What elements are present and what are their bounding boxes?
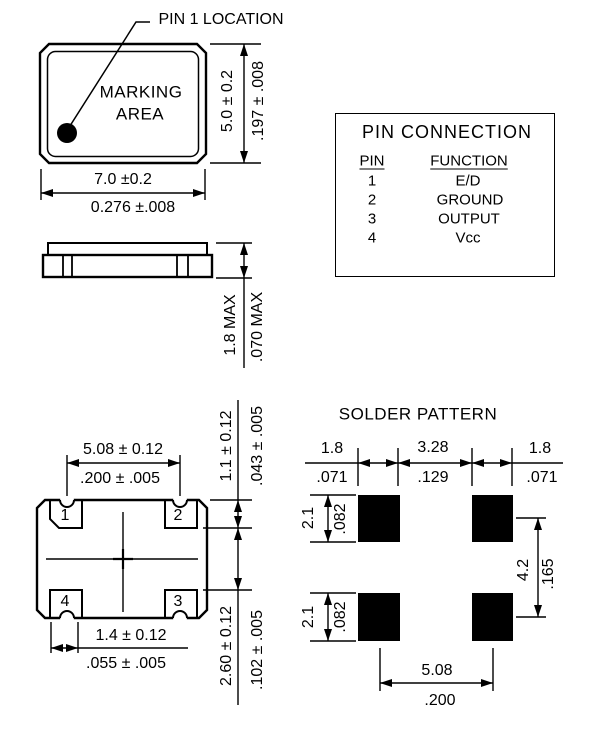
side-view-dimension-lines [216, 242, 252, 368]
pin-number-1: 1 [367, 172, 377, 190]
pin-function-3: OUTPUT [438, 210, 500, 228]
dim-body-height-in: .197 ± .008 [250, 61, 267, 141]
dim-solder-vertical-pitch-mm: 4.2 [515, 558, 532, 582]
pin-number-3: 3 [367, 210, 377, 228]
pin-connection-title: PIN CONNECTION [361, 122, 533, 142]
bottom-view-dimension-arrows [51, 459, 242, 652]
dim-solder-pad-width-right-in: .071 [526, 469, 558, 486]
dim-body-height-mm: 5.0 ± 0.2 [219, 69, 236, 133]
dim-body-width-mm: 7.0 ±0.2 [94, 171, 152, 188]
side-view-dimension-arrows [240, 243, 248, 278]
dim-solder-pad-width-left-mm: 1.8 [320, 440, 344, 457]
dim-pad-span-in: .200 ± .005 [80, 470, 160, 487]
bottom-pad-4-label: 4 [60, 593, 70, 610]
dim-solder-pad-height-top-mm: 2.1 [300, 506, 317, 530]
top-view-dimension-arrows [41, 44, 248, 197]
side-view-outline [41, 242, 214, 279]
pin-function-4: Vcc [455, 229, 481, 247]
dim-solder-horizontal-pitch-in: .200 [424, 692, 456, 709]
dim-solder-pad-height-bottom-in: .082 [332, 601, 349, 633]
solder-dimension-lines [305, 448, 563, 691]
solder-pattern-title: SOLDER PATTERN [338, 404, 498, 424]
bottom-pad-3-label: 3 [173, 593, 183, 610]
pin-number-2: 2 [367, 191, 377, 209]
dim-solder-gap-in: .129 [417, 469, 449, 486]
dim-solder-gap-mm: 3.28 [417, 439, 449, 456]
center-cross [113, 549, 133, 569]
bottom-pad-1-label: 1 [60, 507, 70, 524]
pin-1-leader-line [67, 21, 150, 130]
dim-solder-pad-height-top-in: .082 [332, 503, 349, 535]
pin-1-indicator-dot [57, 123, 77, 143]
bottom-view-outline [35, 498, 209, 620]
pin-column-header: PIN [359, 152, 385, 170]
bottom-pad-2-label: 2 [173, 507, 183, 524]
dim-thickness-mm: 1.8 MAX [222, 294, 239, 356]
solder-pad-bottom-right [472, 593, 513, 641]
dim-pad-gap-mm: 2.60 ± 0.12 [218, 606, 235, 686]
pin-function-1: E/D [455, 172, 481, 190]
marking-area-label-line1: MARKING [99, 82, 183, 102]
dim-thickness-in: .070 MAX [249, 291, 266, 363]
castellation-notches [59, 496, 188, 622]
dim-pad-span-mm: 5.08 ± 0.12 [83, 441, 163, 458]
bottom-pad-1 [49, 500, 83, 529]
dim-pad-height-in: .043 ± .005 [249, 406, 266, 486]
pin-function-2: GROUND [436, 191, 504, 209]
pin-1-callout-label: PIN 1 LOCATION [158, 11, 284, 28]
dim-solder-horizontal-pitch-mm: 5.08 [421, 662, 453, 679]
dim-solder-pad-width-right-mm: 1.8 [528, 440, 552, 457]
marking-area-label-line2: AREA [115, 104, 165, 124]
solder-dimension-arrows [324, 459, 542, 687]
dim-solder-pad-width-left-in: .071 [316, 469, 348, 486]
bottom-view-dimension-lines [50, 400, 252, 705]
top-view-outline [38, 42, 208, 165]
solder-pads [358, 495, 513, 641]
solder-pad-top-right [472, 495, 513, 542]
dim-body-width-in: 0.276 ±.008 [90, 199, 176, 216]
pin-number-4: 4 [367, 229, 377, 247]
pin-connection-table [335, 113, 555, 277]
dim-pad-height-mm: 1.1 ± 0.12 [218, 410, 235, 482]
solder-pad-bottom-left [358, 593, 400, 641]
function-column-header: FUNCTION [430, 152, 508, 170]
top-view-dimension-lines [40, 43, 261, 200]
dim-solder-vertical-pitch-in: .165 [540, 558, 557, 590]
dim-pad-width-mm: 1.4 ± 0.12 [95, 627, 167, 644]
dim-pad-width-in: .055 ± .005 [86, 655, 166, 672]
dim-pad-gap-in: .102 ± .005 [249, 610, 266, 690]
dim-solder-pad-height-bottom-mm: 2.1 [300, 605, 317, 629]
solder-pad-top-left [358, 495, 400, 542]
